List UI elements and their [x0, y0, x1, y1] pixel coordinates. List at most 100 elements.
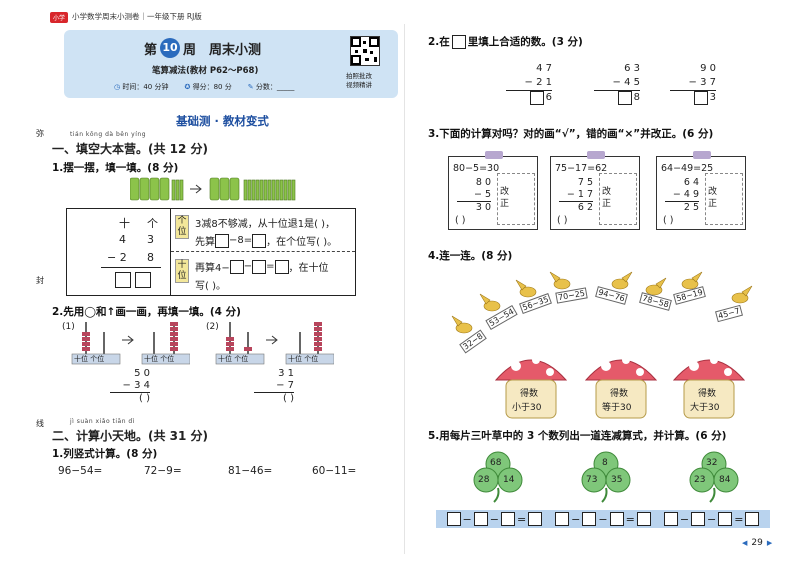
q2-calc2-answer[interactable]: ( )	[283, 393, 294, 404]
q2-label-2: (2)	[206, 322, 219, 332]
q1-col-ones: 个	[147, 217, 158, 230]
page-divider	[404, 24, 405, 554]
clover-3: 32 23 84	[686, 448, 742, 504]
q2-calc1-n2: − 3 4	[122, 380, 150, 391]
q3-item-2: 72−9=	[144, 465, 182, 477]
q5-card1-judge[interactable]: ( )	[455, 215, 466, 226]
quiz-title: 周末小测	[209, 42, 262, 58]
full-score: ✪ 得分：80 分	[184, 83, 232, 91]
q1-label-ones: 个位	[175, 215, 189, 239]
q1-step2-b: −8=	[229, 235, 253, 246]
q1-step3-c: =	[266, 261, 275, 272]
part2-heading: 二、计算小天地。(共 31 分)	[52, 429, 209, 443]
q2-calc2-n2: − 7	[276, 380, 294, 391]
q3-item-4: 60−11=	[312, 465, 357, 477]
week-prefix: 第	[144, 42, 158, 58]
q7-answer-row[interactable]: −−= −−= −−=	[436, 510, 770, 528]
counting-sticks-illustration	[130, 177, 296, 201]
margin-mark-1: 弥	[36, 129, 44, 138]
prev-page-icon[interactable]: ◀	[742, 539, 748, 547]
abacus-2a-label: 十位 个位	[218, 355, 249, 363]
q4-calc-1: 4 7− 2 1 6	[506, 62, 552, 105]
q4-title: 2.在里填上合适的数。(3 分)	[428, 34, 583, 49]
mushroom-3[interactable]: 得数 大于30	[670, 346, 748, 420]
qr-caption-1: 拍照批改	[346, 72, 372, 80]
clock-icon: ◷	[114, 83, 121, 91]
margin-mark-2: 封	[36, 276, 44, 285]
q1-n1-tens: 4	[119, 233, 126, 246]
q1-step3-box2[interactable]	[252, 259, 267, 274]
clover-2: 8 73 35	[578, 448, 634, 504]
q1-step2-box2[interactable]	[252, 233, 267, 248]
book-title: 小学数学周末小测卷｜一年级下册 RJ版	[72, 12, 202, 21]
q1-step3-d: ，在十位	[288, 263, 329, 274]
q1-label-tens: 十位	[175, 259, 189, 283]
q4-calc3-box[interactable]	[693, 91, 708, 105]
q1-title: 1.摆一摆，填一填。(8 分)	[52, 162, 179, 174]
birds-illustration	[451, 271, 753, 334]
q4-calc-3: 9 0− 3 7 3	[670, 62, 716, 105]
q5-card2-judge[interactable]: ( )	[557, 215, 568, 226]
part1-heading: 一、填空大本营。(共 12 分)	[52, 142, 209, 156]
q1-step2-box1[interactable]	[215, 233, 229, 248]
star-icon: ✪	[184, 83, 191, 91]
q1-n2-tens: − 2	[107, 251, 127, 264]
q1-n2-ones: 8	[147, 251, 154, 264]
q5-card3-judge[interactable]: ( )	[663, 215, 674, 226]
week-suffix: 周	[183, 42, 197, 58]
q1-step1-text: 3减8不够减，从十位退1是( )，	[195, 219, 336, 230]
q2-calc1-n1: 5 0	[134, 368, 150, 379]
score-field: ✎ 分数：_____	[247, 83, 295, 91]
subtitle: 笔算减法(教材 P62～P68)	[152, 66, 259, 76]
qr-caption-2: 视频精讲	[346, 81, 372, 89]
week-number-badge: 10	[160, 38, 181, 58]
mushroom-1[interactable]: 得数 小于30	[492, 346, 570, 420]
page-number: ◀ 29 ▶	[742, 538, 773, 548]
q2-label-1: (1)	[62, 322, 75, 332]
q1-box: 十 个 4 3 − 2 8 个位 十位 3减8不够减，从十位退1是( )， 先算…	[66, 208, 356, 296]
q3-item-3: 81−46=	[228, 465, 273, 477]
q4-calc2-box[interactable]	[617, 91, 632, 105]
pen-icon: ✎	[247, 83, 254, 91]
q1-col-tens: 十	[119, 217, 130, 230]
q5-title: 3.下面的计算对吗？对的画“√”，错的画“×”并改正。(6 分)	[428, 128, 714, 140]
margin-mark-3: 线	[36, 419, 44, 428]
q6-title: 4.连一连。(8 分)	[428, 250, 513, 262]
q2-title: 2.先用◯和↑画一画，再填一填。(4 分)	[52, 306, 241, 318]
clover-1: 68 28 14	[470, 448, 526, 504]
time-limit: ◷ 时间：40 分钟	[114, 83, 169, 91]
abacus-group-1	[71, 322, 190, 365]
header-badge: 小学	[50, 12, 69, 23]
part2-pinyin: jì suàn xiǎo tiān dì	[70, 418, 135, 425]
q1-step3-a: 再算4−	[195, 263, 230, 274]
abacus-1a-label: 十位 个位	[74, 355, 105, 363]
q1-step4-text: 写( )。	[195, 281, 226, 292]
q1-step3-box3[interactable]	[274, 259, 289, 274]
abacus-2b-label: 十位 个位	[288, 355, 319, 363]
q4-calc-2: 6 3− 4 5 8	[594, 62, 640, 105]
abacus-group-2	[215, 322, 334, 365]
q1-step3-box1[interactable]	[229, 259, 244, 274]
part1-pinyin: tián kōng dà běn yíng	[70, 131, 147, 138]
abacus-1b-label: 十位 个位	[144, 355, 175, 363]
q2-calc2-n1: 3 1	[278, 368, 294, 379]
q4-box-icon	[451, 34, 466, 49]
q3-title: 1.列竖式计算。(8 分)	[52, 448, 158, 460]
title-box: 第 10 周 周末小测 笔算减法(教材 P62～P68) ◷ 时间：40 分钟 …	[64, 30, 398, 98]
qr-code	[350, 36, 380, 66]
q1-answer-ones-box[interactable]	[135, 272, 151, 288]
q1-n1-ones: 3	[147, 233, 154, 246]
q3-item-1: 96−54=	[58, 465, 103, 477]
q1-answer-tens-box[interactable]	[115, 272, 131, 288]
mushroom-2[interactable]: 得数 等于30	[582, 346, 660, 420]
q1-step3-b: −	[243, 261, 253, 272]
next-page-icon[interactable]: ▶	[766, 539, 773, 547]
q2-calc1-answer[interactable]: ( )	[139, 393, 150, 404]
q1-step2-a: 先算	[195, 237, 215, 248]
q7-title: 5.用每片三叶草中的 3 个数列出一道连减算式，并计算。(6 分)	[428, 430, 727, 442]
q1-step2-c: ，在个位写( )。	[266, 237, 338, 248]
q4-calc1-box[interactable]	[529, 91, 544, 105]
